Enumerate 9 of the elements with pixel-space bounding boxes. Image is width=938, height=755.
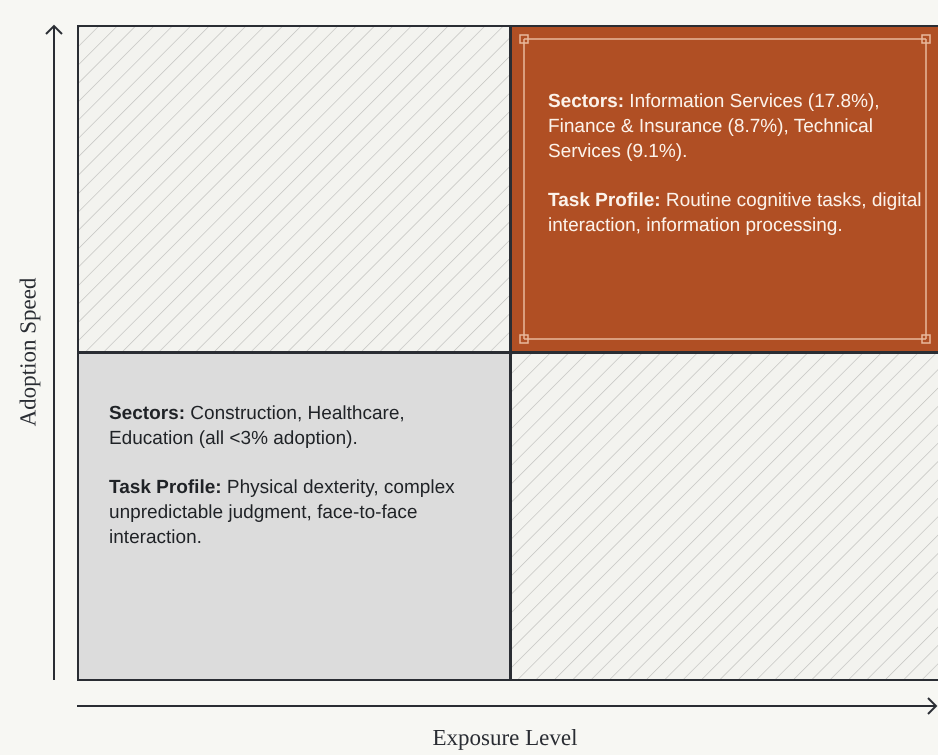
axis-label: Exposure Level: [432, 725, 578, 751]
hatched-quadrant: [77, 25, 511, 353]
hatched-quadrant: [510, 352, 938, 681]
axis-label: Adoption Speed: [14, 278, 41, 426]
quadrant-description: Sectors: Information Services (17.8%), Finance & Insurance (8.7%), Technical Services (9.1%).: [548, 90, 881, 164]
quadrant-description: Task Profile: Physical dexterity, complex unpredictable judgment, face-to-face interaction.: [109, 476, 456, 550]
quadrant-description: Sectors: Construction, Healthcare, Education (all <3% adoption).: [109, 402, 406, 452]
quadrant-box: [77, 352, 511, 681]
quadrant-description: Task Profile: Routine cognitive tasks, digital interaction, information processing.: [548, 189, 922, 238]
